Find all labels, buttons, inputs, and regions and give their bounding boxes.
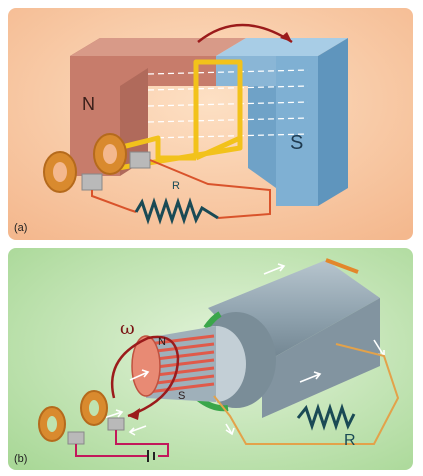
resistor-label: R <box>344 432 356 449</box>
panel-a-generator-diagram: N S R (a) <box>8 8 413 240</box>
slip-rings <box>43 133 127 193</box>
panel-a-tag: (a) <box>14 222 28 234</box>
north-pole-label: N <box>158 336 166 348</box>
generator-illustration <box>8 8 413 240</box>
rotation-arrow <box>197 23 293 44</box>
rotation-arrowhead <box>280 32 292 42</box>
panel-b-tag: (b) <box>14 453 28 465</box>
south-pole-label: S <box>290 132 304 154</box>
magnetic-field-lines <box>147 69 309 139</box>
angular-velocity-arrow <box>110 335 180 418</box>
battery-circuit-wire <box>75 430 169 457</box>
north-pole-label: N <box>82 94 95 114</box>
external-circuit-wire <box>91 159 271 219</box>
south-magnet <box>216 38 348 206</box>
battery-symbol <box>147 450 155 462</box>
brushes <box>81 151 151 191</box>
external-circuit-wire <box>213 343 400 445</box>
south-pole-label: S <box>178 390 186 402</box>
resistor <box>296 403 356 431</box>
motor-illustration <box>8 248 413 470</box>
angular-velocity-arrowhead <box>128 408 140 420</box>
omega-label: ω <box>120 318 135 339</box>
north-magnet <box>70 38 246 176</box>
rotating-coil <box>117 59 243 171</box>
panel-b-motor-diagram: ω N S R (b) <box>8 248 413 470</box>
resistor-label: R <box>172 180 180 192</box>
armature-rotor <box>131 326 246 402</box>
current-arrows <box>103 263 385 436</box>
resistor <box>134 197 219 225</box>
slip-rings <box>38 390 108 442</box>
